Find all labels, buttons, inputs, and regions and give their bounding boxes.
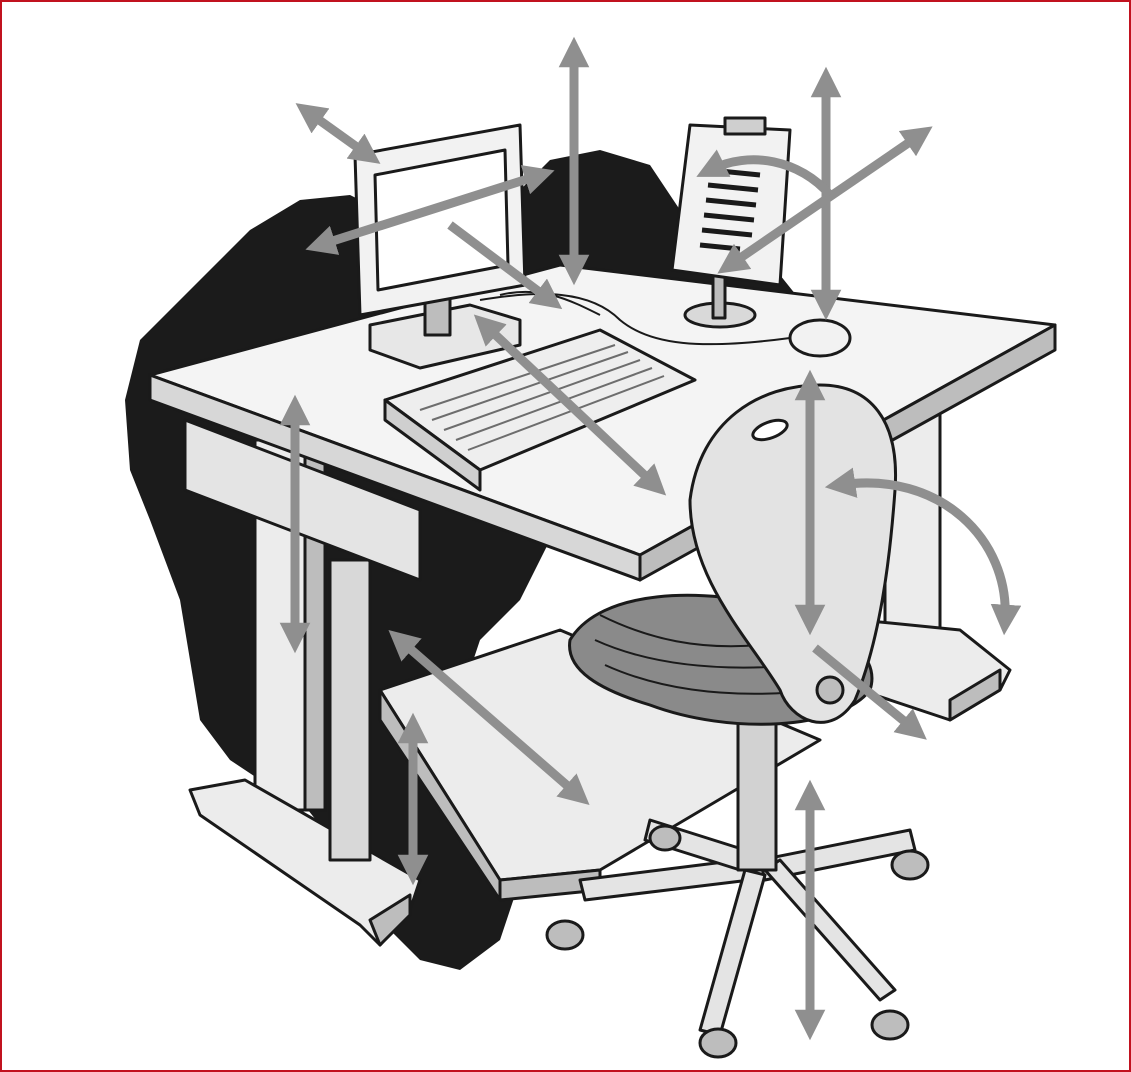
arrow-monitor-tilt xyxy=(308,112,368,155)
desk-leg-front-left xyxy=(330,560,370,860)
chair-adjust-knob xyxy=(817,677,843,703)
monitor xyxy=(355,125,525,368)
chair-gas-lift xyxy=(738,720,776,870)
mouse xyxy=(790,320,850,356)
